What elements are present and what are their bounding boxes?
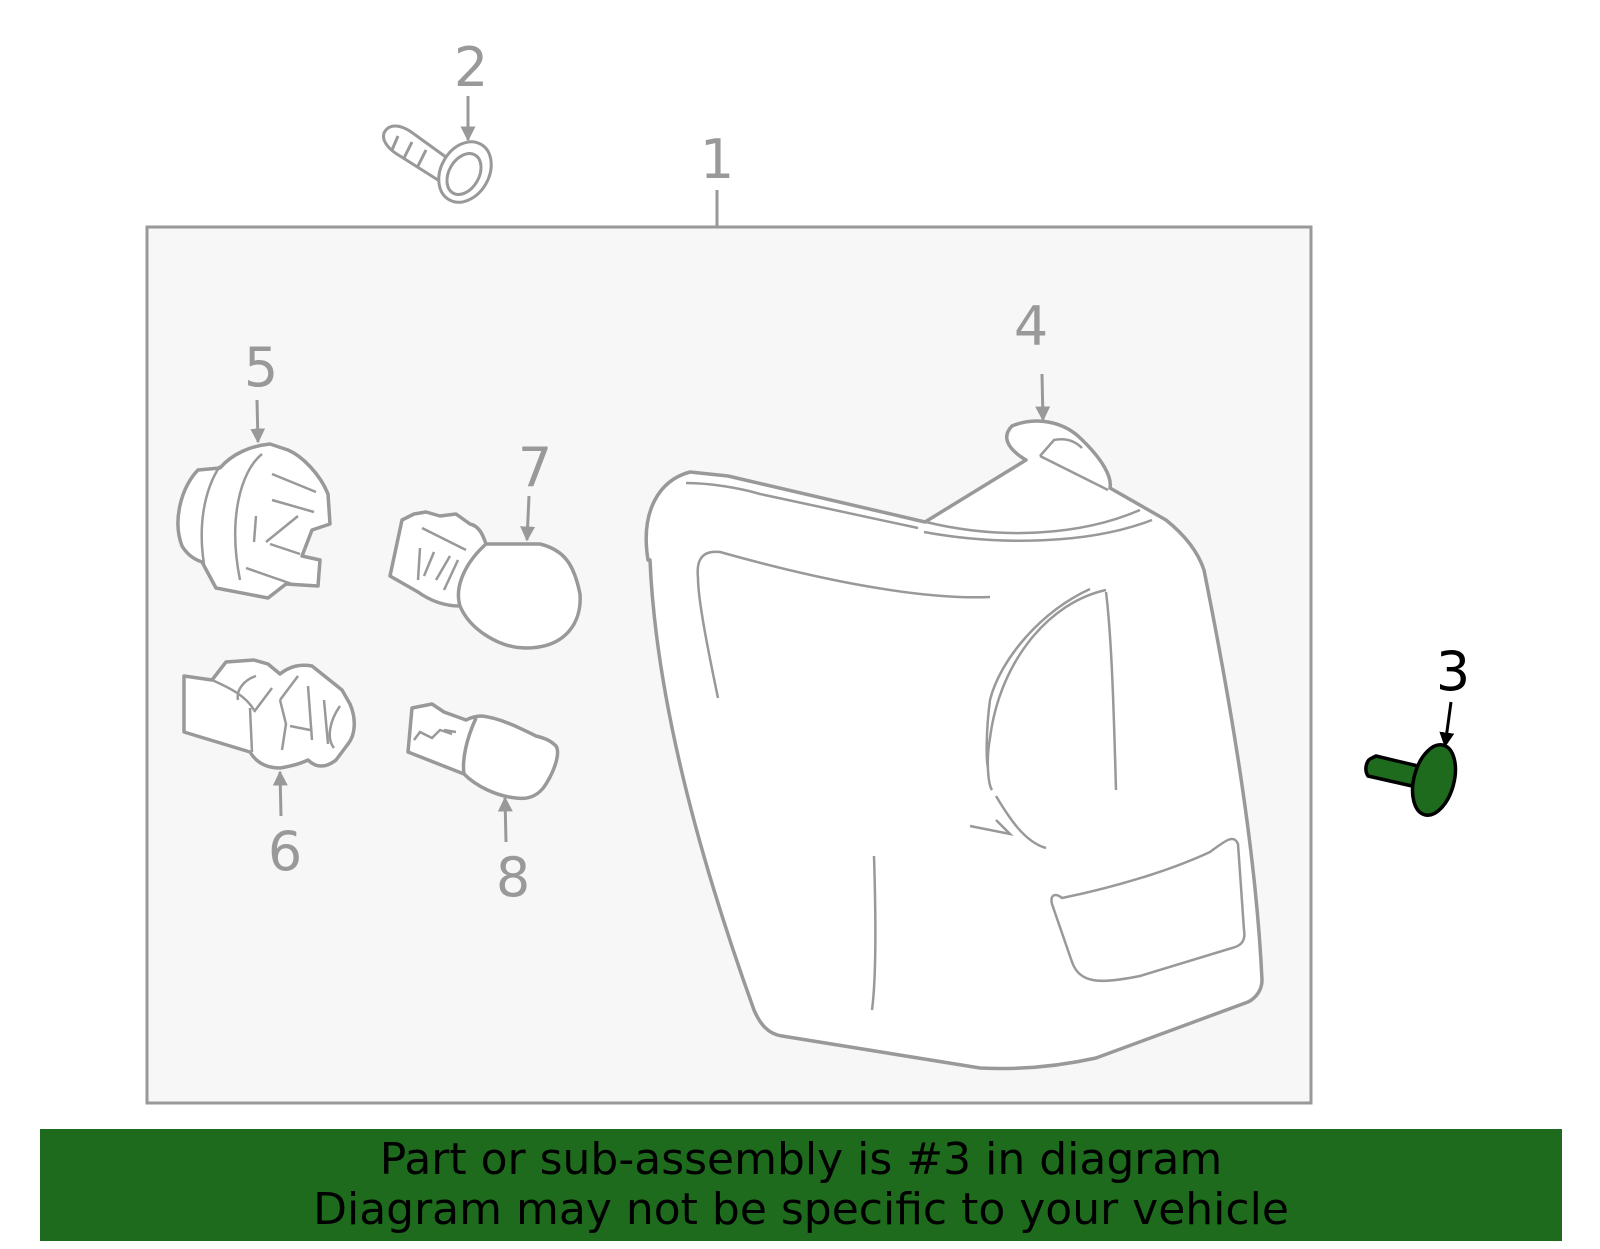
- callout-5: 5: [244, 336, 278, 399]
- callout-4: 4: [1014, 295, 1048, 358]
- leader-5: [250, 399, 266, 444]
- callout-3: 3: [1436, 640, 1470, 703]
- callout-1: 1: [700, 128, 734, 191]
- leader-8: [497, 796, 513, 843]
- lamp-lens-part-4: [644, 419, 1264, 1071]
- bulb-part-7-details: [416, 526, 467, 591]
- leader-6: [272, 770, 288, 817]
- banner-line-1: Part or sub-assembly is #3 in diagram: [379, 1134, 1223, 1185]
- leader-4: [1035, 373, 1051, 422]
- lamp-lens-details: [685, 438, 1246, 1011]
- callout-7: 7: [518, 436, 552, 499]
- callout-6: 6: [268, 820, 302, 883]
- leader-3: [1439, 701, 1455, 748]
- screw-part-2: [382, 124, 493, 204]
- banner-background: [40, 1129, 1562, 1241]
- callout-8: 8: [496, 846, 530, 909]
- bulb-part-7: [388, 510, 582, 650]
- bulb-part-8: [406, 702, 560, 801]
- banner-line-2: Diagram may not be specific to your vehi…: [313, 1184, 1289, 1235]
- info-banner: Part or sub-assembly is #3 in diagram Di…: [40, 1129, 1562, 1241]
- socket-part-6-details: [211, 674, 342, 753]
- callout-2: 2: [454, 36, 488, 99]
- screw-part-3-highlighted: [1364, 743, 1458, 817]
- bulb-part-8-details: [413, 728, 457, 741]
- leader-7: [520, 495, 536, 542]
- socket-part-5-details: [200, 453, 317, 586]
